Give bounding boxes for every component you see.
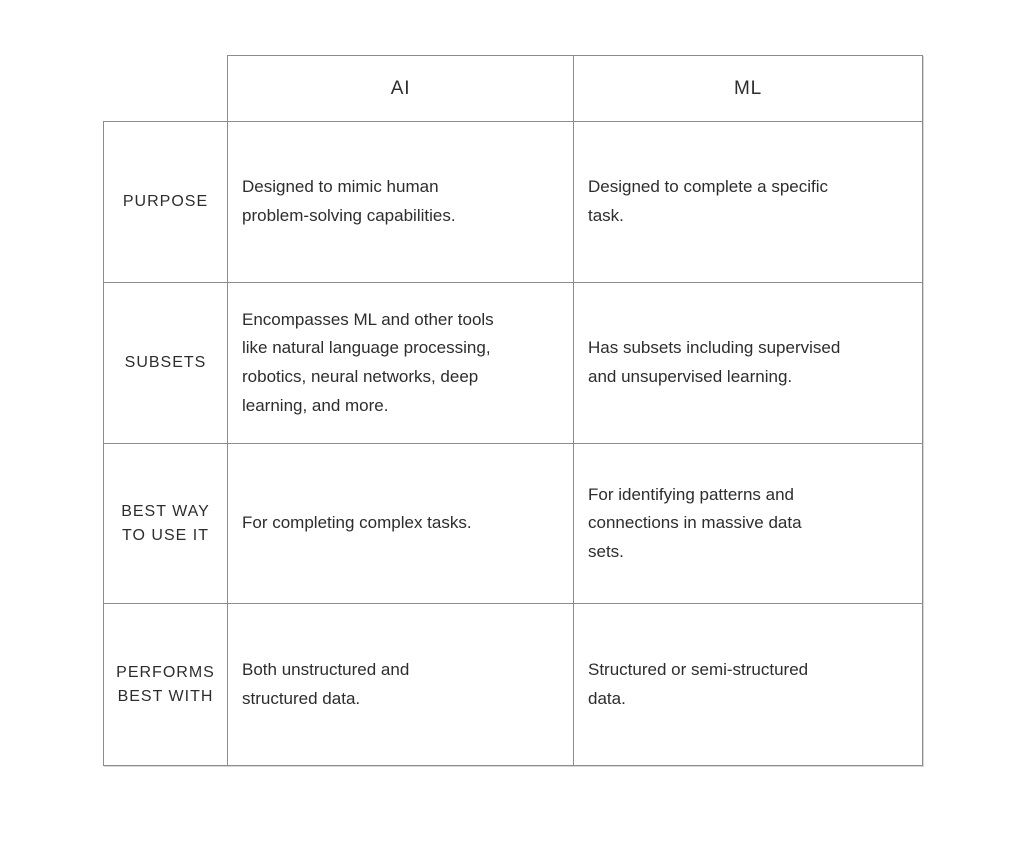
column-header-ml: ML <box>573 55 923 122</box>
row-label-performs-best-with: PERFORMS BEST WITH <box>103 603 228 766</box>
cell-subsets-ml: Has subsets including supervised and uns… <box>573 282 923 444</box>
table-row-best-way-to-use-it: BEST WAY TO USE IT For completing comple… <box>103 443 923 604</box>
cell-subsets-ai: Encompasses ML and other tools like natu… <box>227 282 574 444</box>
ai-ml-comparison-table: AI ML PURPOSE Designed to mimic human pr… <box>103 55 923 766</box>
cell-performs-ai: Both unstructured and structured data. <box>227 603 574 766</box>
table-row-subsets: SUBSETS Encompasses ML and other tools l… <box>103 282 923 444</box>
row-label-best-way-to-use-it: BEST WAY TO USE IT <box>103 443 228 604</box>
cell-best-way-ai: For completing complex tasks. <box>227 443 574 604</box>
header-row: AI ML <box>103 55 923 122</box>
cell-purpose-ml: Designed to complete a specific task. <box>573 121 923 283</box>
cell-performs-ml: Structured or semi-structured data. <box>573 603 923 766</box>
cell-purpose-ai: Designed to mimic human problem-solving … <box>227 121 574 283</box>
row-label-purpose: PURPOSE <box>103 121 228 283</box>
empty-corner-cell <box>103 55 228 122</box>
cell-best-way-ml: For identifying patterns and connections… <box>573 443 923 604</box>
column-header-ai: AI <box>227 55 574 122</box>
row-label-subsets: SUBSETS <box>103 282 228 444</box>
table-row-performs-best-with: PERFORMS BEST WITH Both unstructured and… <box>103 603 923 766</box>
table-row-purpose: PURPOSE Designed to mimic human problem-… <box>103 121 923 283</box>
